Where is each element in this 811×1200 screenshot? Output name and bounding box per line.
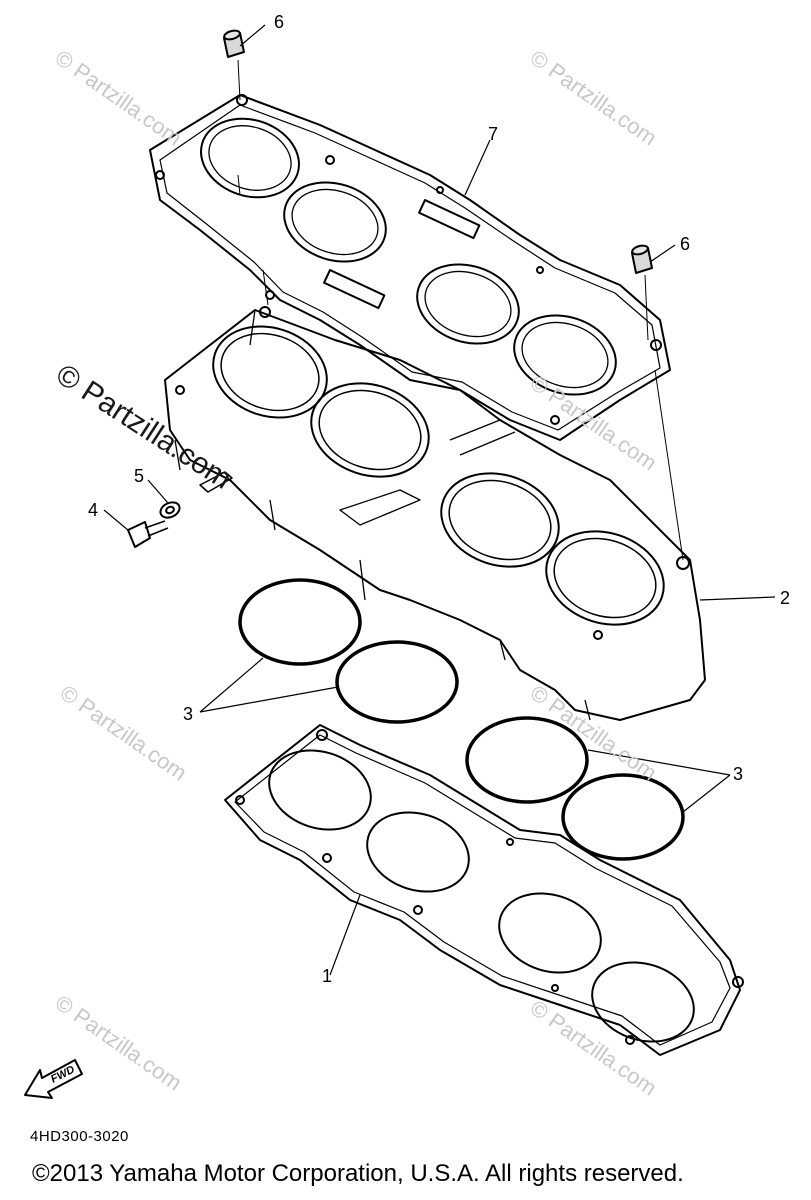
part-label-1: 1 — [322, 966, 333, 986]
copyright-notice: ©2013 Yamaha Motor Corporation, U.S.A. A… — [32, 1160, 684, 1187]
part-label-6-right: 6 — [680, 234, 691, 254]
part-label-5: 5 — [134, 466, 145, 486]
forward-arrow-icon: FWD — [20, 1050, 90, 1115]
dowel-pin-right — [631, 244, 676, 274]
part-label-2: 2 — [780, 588, 791, 608]
o-ring-upper-left — [238, 578, 362, 666]
part-label-6-top: 6 — [274, 12, 285, 32]
part-label-3-left: 3 — [183, 704, 194, 724]
o-ring-middle-right — [465, 716, 589, 804]
part-label-3-right: 3 — [733, 764, 744, 784]
cylinder-block — [164, 306, 706, 721]
part-label-4: 4 — [88, 500, 99, 520]
washer-5 — [147, 479, 181, 519]
o-ring-lower-right — [561, 773, 685, 861]
head-gasket-top — [149, 94, 671, 441]
diagram-code: 4HD300-3020 — [30, 1128, 129, 1145]
dowel-pin-left — [223, 24, 266, 58]
part-label-7: 7 — [488, 124, 499, 144]
o-ring-middle-left — [335, 640, 459, 724]
bolt-4 — [103, 509, 169, 548]
base-gasket — [224, 724, 744, 1056]
